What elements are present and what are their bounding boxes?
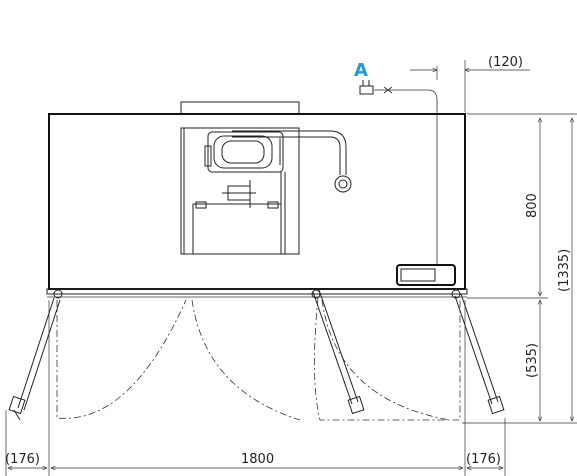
- cabinet-body: [48, 113, 466, 290]
- dim-unit-height-label: 800: [525, 193, 540, 218]
- dim-vertical-lines: [462, 113, 577, 424]
- door-swing-left: [8, 297, 187, 421]
- dim-left-swing-label: (176): [5, 452, 40, 467]
- dim-horizontal-lines: [5, 300, 506, 476]
- top-vent: [180, 101, 300, 115]
- dim-cable-offset-label: (120): [488, 55, 523, 70]
- control-box: [396, 264, 456, 286]
- hinges: [53, 289, 461, 299]
- door-swing-right: [454, 293, 505, 415]
- dim-door-depth-label: (535): [525, 343, 540, 378]
- dim-width-label: 1800: [241, 452, 274, 467]
- power-cable: [374, 86, 438, 266]
- dim-right-swing-label: (176): [466, 452, 501, 467]
- dim-cable-offset: [410, 60, 530, 112]
- callout-label: A: [354, 60, 368, 81]
- dim-overall-height-label: (1335): [557, 249, 572, 292]
- bottom-rail: [46, 288, 468, 298]
- plug-icon: [359, 80, 374, 95]
- internal-unit: [180, 127, 352, 255]
- door-swing-center: [191, 289, 461, 421]
